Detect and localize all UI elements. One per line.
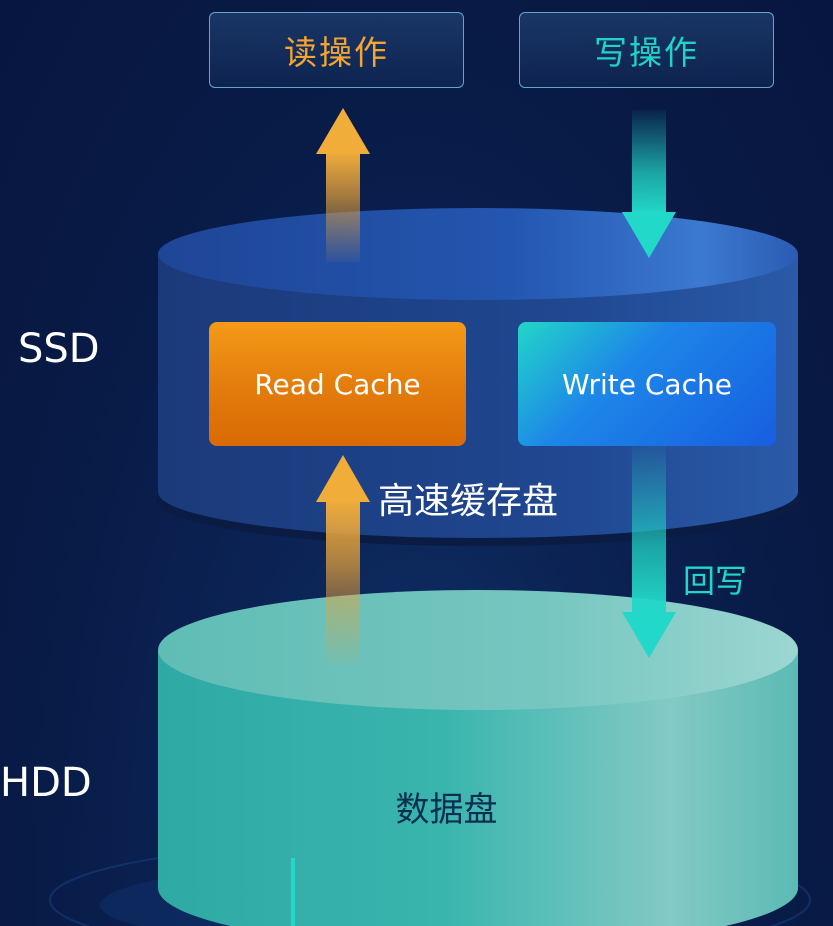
hdd-cylinder-body	[158, 650, 798, 926]
read-operation-box: 读操作	[209, 12, 464, 88]
ssd-cylinder-top	[158, 208, 798, 300]
write-operation-box: 写操作	[519, 12, 774, 88]
write-operation-label: 写操作	[594, 33, 699, 72]
read-cache-label: Read Cache	[254, 367, 421, 401]
hdd-tier-label: HDD	[0, 760, 92, 806]
ssd-disk-label: 高速缓存盘	[378, 481, 559, 522]
ssd-tier-label: SSD	[18, 326, 100, 372]
read-operation-label: 读操作	[284, 33, 389, 72]
read-arrow-upper	[316, 108, 370, 262]
write-arrow-upper	[622, 110, 676, 258]
hdd-cylinder-top	[158, 590, 798, 710]
read-cache-box: Read Cache	[209, 322, 466, 446]
read-arrow-lower	[316, 455, 370, 665]
writeback-label: 回写	[683, 562, 748, 600]
write-cache-box: Write Cache	[518, 322, 776, 446]
hdd-disk-label: 数据盘	[395, 790, 498, 830]
write-cache-label: Write Cache	[562, 367, 732, 401]
writeback-arrow	[622, 446, 676, 658]
